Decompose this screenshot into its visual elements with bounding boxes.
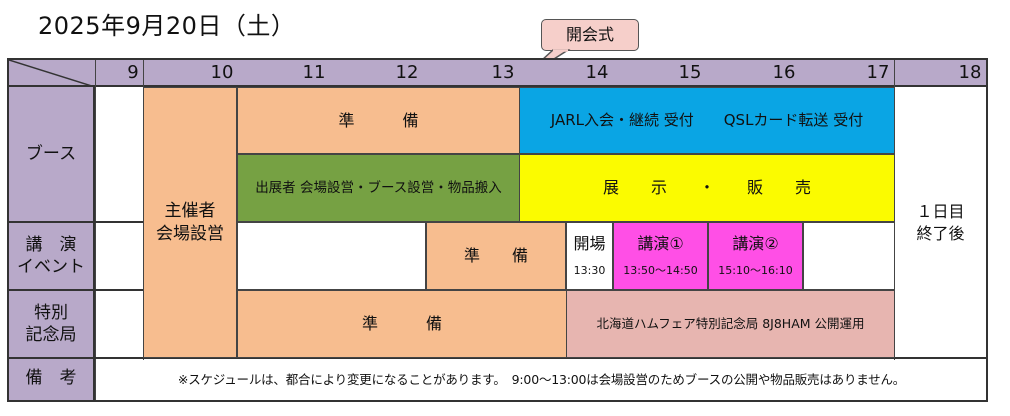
booth-reception-block: JARL入会・継続 受付 QSLカード転送 受付 bbox=[519, 87, 895, 154]
opening-label: 開場 bbox=[573, 234, 606, 254]
lecture-empty-block-end bbox=[803, 222, 895, 290]
lecture-2-label: 講演② bbox=[732, 234, 779, 254]
schedule-table bbox=[7, 58, 988, 402]
row-separator bbox=[9, 289, 144, 291]
hour-label: 15 bbox=[678, 62, 702, 83]
exhibition-sales-block: 展 示 ・ 販 売 bbox=[519, 154, 895, 222]
hour-label: 11 bbox=[302, 62, 326, 83]
row-label-notes: 備 考 bbox=[9, 358, 95, 400]
row-label-lecture: 講 演 イベント bbox=[9, 222, 95, 290]
time-header-row bbox=[9, 60, 986, 87]
row-label-booth: ブース bbox=[9, 87, 95, 222]
lecture-1-label: 講演① bbox=[637, 234, 684, 254]
lecture-prep-block: 準 備 bbox=[426, 222, 566, 290]
hour-label: 9 bbox=[127, 62, 139, 83]
lecture-2-block: 講演② 15:10～16:10 bbox=[708, 222, 803, 290]
page-title: 2025年9月20日（土） bbox=[38, 12, 296, 40]
lecture-empty-block bbox=[237, 222, 426, 290]
day-end-block: １日目 終了後 bbox=[916, 201, 965, 243]
hour-label: 12 bbox=[395, 62, 419, 83]
booth-prep-block: 準 備 bbox=[237, 87, 520, 154]
exhibitor-setup-block: 出展者 会場設営・ブース設営・物品搬入 bbox=[237, 154, 520, 222]
special-station-prep-block: 準 備 bbox=[237, 290, 567, 358]
hour-label: 17 bbox=[866, 62, 890, 83]
organizer-setup-block: 主催者 会場設営 bbox=[143, 87, 237, 358]
notes-text: ※スケジュールは、都合により変更になることがあります。 9:00～13:00は会… bbox=[177, 371, 906, 387]
gridline bbox=[95, 60, 96, 400]
special-station-operation-block: 北海道ハムフェア特別記念局 8J8HAM 公開運用 bbox=[566, 290, 895, 358]
hour-label: 10 bbox=[210, 62, 234, 83]
opening-time: 13:30 bbox=[573, 264, 606, 278]
lecture-2-time: 15:10～16:10 bbox=[718, 264, 793, 278]
hour-label: 14 bbox=[585, 62, 609, 83]
opening-ceremony-callout: 開会式 bbox=[541, 19, 639, 51]
header-diagonal bbox=[9, 60, 95, 87]
hour-label: 13 bbox=[491, 62, 515, 83]
opening-block: 開場 13:30 bbox=[566, 222, 613, 290]
hour-label: 18 bbox=[958, 62, 982, 83]
hour-label: 16 bbox=[772, 62, 796, 83]
row-separator bbox=[9, 221, 144, 223]
row-label-special-station: 特別 記念局 bbox=[9, 290, 95, 358]
lecture-1-time: 13:50～14:50 bbox=[623, 264, 698, 278]
row-separator bbox=[9, 357, 986, 359]
lecture-1-block: 講演① 13:50～14:50 bbox=[613, 222, 708, 290]
